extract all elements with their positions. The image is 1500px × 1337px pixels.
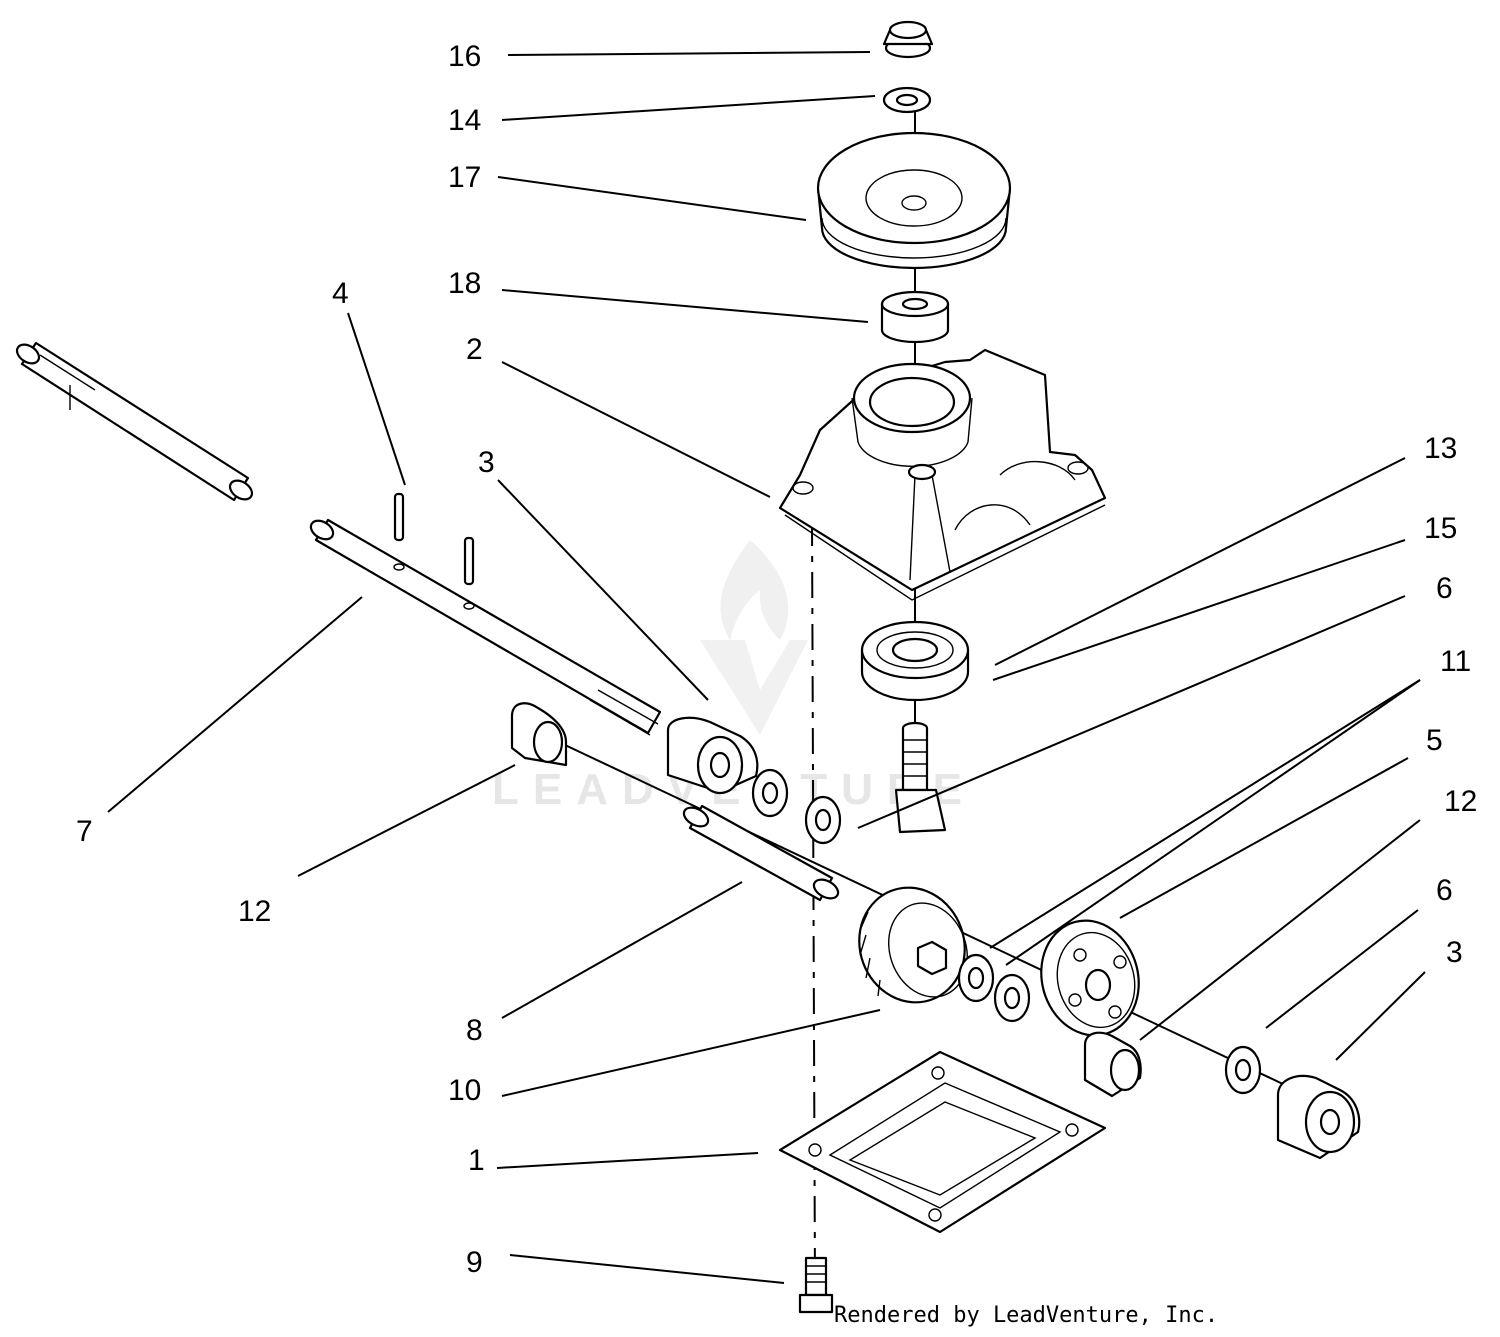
callout-9: 9	[466, 1246, 483, 1279]
callout-5: 5	[1426, 724, 1443, 757]
part-roll-pin-b	[463, 536, 475, 610]
part-cover-plate	[778, 1050, 1107, 1234]
callout-2: 2	[466, 333, 483, 366]
callout-6-upper: 6	[1436, 572, 1453, 605]
render-credit: Rendered by LeadVenture, Inc.	[834, 1303, 1218, 1328]
callout-14: 14	[448, 104, 481, 137]
part-gear-housing	[778, 348, 1107, 601]
part-washer-left-b	[804, 795, 842, 845]
part-main-shaft	[309, 518, 662, 736]
callout-11: 11	[1440, 645, 1471, 678]
callout-15: 15	[1424, 512, 1457, 545]
callout-13: 13	[1424, 432, 1457, 465]
part-bushing-left	[510, 702, 568, 767]
callout-7: 7	[76, 815, 93, 848]
part-bearing-bushing-left	[666, 716, 759, 795]
part-screw	[798, 1256, 834, 1314]
callout-3-left: 3	[478, 446, 495, 479]
part-pinion	[894, 721, 947, 834]
part-roll-pin-a	[393, 492, 405, 571]
callout-6-lower: 6	[1436, 874, 1453, 907]
part-shaft-end	[15, 341, 254, 502]
callout-12-left: 12	[238, 895, 271, 928]
leadventure-logo-watermark-icon	[700, 540, 808, 735]
callout-10: 10	[448, 1074, 481, 1107]
part-spur-gear	[1040, 919, 1140, 1037]
part-flange-nut	[882, 20, 934, 59]
part-axle	[682, 804, 840, 902]
callout-18: 18	[448, 267, 481, 300]
part-spacer	[880, 290, 950, 344]
part-bevel-gear	[858, 886, 969, 1004]
part-washer-right	[1224, 1045, 1262, 1095]
part-pulley	[816, 131, 1012, 270]
part-bushing-right	[1083, 1031, 1142, 1098]
part-washer-left-a	[751, 768, 789, 818]
part-washer-gear-b	[993, 973, 1031, 1023]
part-bearing	[860, 620, 970, 702]
callout-16: 16	[448, 40, 481, 73]
callout-12-right: 12	[1444, 785, 1477, 818]
part-washer-gear-a	[957, 953, 995, 1003]
callout-1: 1	[468, 1144, 485, 1177]
leader-lines	[107, 51, 1426, 1284]
part-bearing-bushing-right	[1276, 1074, 1361, 1160]
callout-8: 8	[466, 1014, 483, 1047]
callout-17: 17	[448, 161, 481, 194]
callout-3-right: 3	[1446, 936, 1463, 969]
callout-4: 4	[332, 277, 349, 310]
part-washer-top	[882, 86, 932, 114]
